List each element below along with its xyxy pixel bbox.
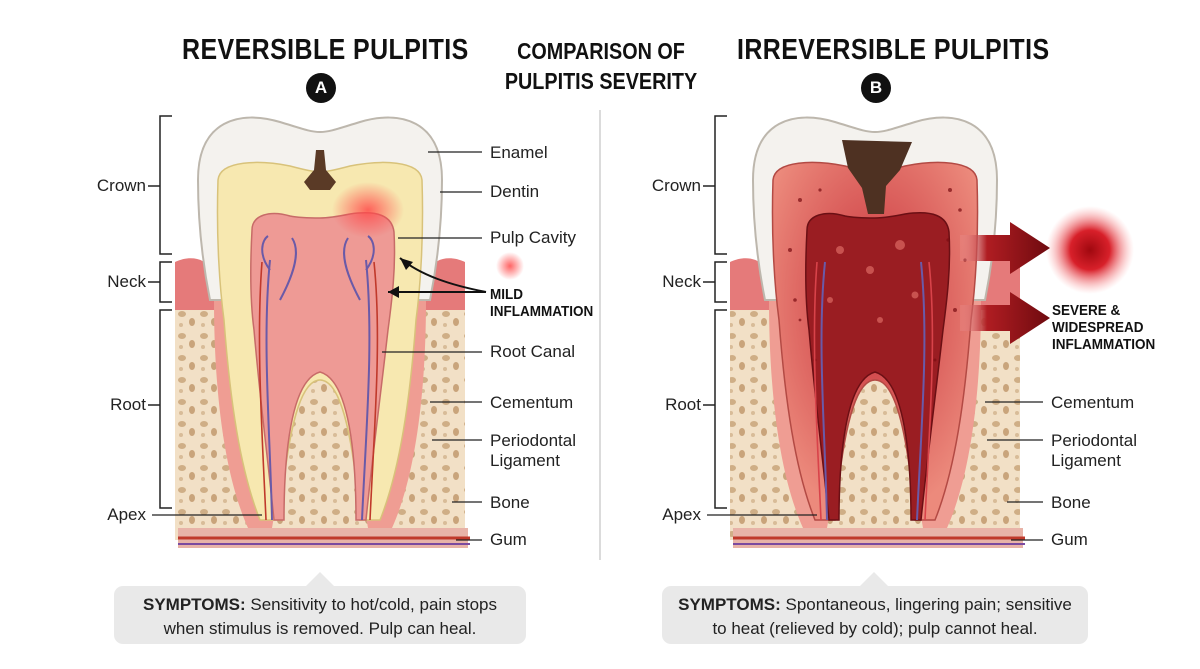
label-cementum-a: Cementum	[490, 393, 574, 412]
label-crown-b: Crown	[651, 176, 701, 195]
label-periodontal-b-line2: Ligament	[1051, 451, 1121, 470]
symptoms-box-a: SYMPTOMS: Sensitivity to hot/cold, pain …	[114, 586, 526, 644]
symptoms-text-a-2: when stimulus is removed. Pulp can heal.	[163, 619, 477, 638]
label-severe-line2: WIDESPREAD	[1052, 319, 1144, 336]
pulp-a	[249, 212, 396, 521]
symptoms-text-a-1: Sensitivity to hot/cold, pain stops	[245, 595, 497, 614]
label-cementum-b: Cementum	[1051, 393, 1135, 412]
symptoms-text-b-2: to heat (relieved by cold); pulp cannot …	[712, 619, 1038, 638]
symptoms-box-b: SYMPTOMS: Spontaneous, lingering pain; s…	[662, 586, 1088, 644]
title-comparison-line1: COMPARISON OF	[517, 38, 685, 64]
label-gum-b: Gum	[1051, 530, 1088, 549]
label-root-canal: Root Canal	[490, 342, 576, 361]
severe-arrow-lower	[960, 292, 1050, 344]
title-irreversible: IRREVERSIBLE PULPITIS	[737, 34, 1050, 66]
inflammation-source	[1046, 206, 1134, 294]
tooth-a	[148, 115, 524, 548]
label-bone-a: Bone	[490, 493, 530, 512]
symptoms-label-b: SYMPTOMS:	[678, 595, 781, 614]
label-enamel: Enamel	[490, 143, 548, 162]
title-comparison: COMPARISON OF PULPITIS SEVERITY	[488, 36, 713, 96]
label-mild-inflammation: MILD INFLAMMATION	[490, 286, 593, 320]
label-periodontal-b-line1: Periodontal	[1051, 431, 1138, 450]
label-mild-line1: MILD	[490, 286, 524, 303]
label-periodontal-b: Periodontal Ligament	[1051, 431, 1137, 471]
label-neck-a: Neck	[107, 272, 146, 291]
tooth-b	[703, 115, 1134, 548]
label-crown-a: Crown	[96, 176, 146, 195]
badge-b: B	[861, 73, 891, 103]
label-periodontal-a-line1: Periodontal	[490, 431, 577, 450]
label-severe-line3: INFLAMMATION	[1052, 336, 1156, 353]
label-dentin: Dentin	[490, 182, 540, 201]
label-neck-b: Neck	[662, 272, 701, 291]
label-mild-line2: INFLAMMATION	[490, 303, 594, 320]
title-reversible: REVERSIBLE PULPITIS	[182, 34, 469, 66]
label-root-b: Root	[665, 395, 701, 414]
decay-b	[842, 140, 912, 214]
label-apex-a: Apex	[107, 505, 146, 524]
title-comparison-line2: PULPITIS SEVERITY	[504, 68, 698, 94]
label-pulp-cavity: Pulp Cavity	[490, 228, 576, 247]
pulp-b	[804, 212, 951, 521]
badge-a: A	[306, 73, 336, 103]
label-bone-b: Bone	[1051, 493, 1091, 512]
symptoms-text-b-1: Spontaneous, lingering pain; sensitive	[780, 595, 1072, 614]
severe-arrow-upper	[960, 222, 1050, 274]
label-periodontal-a-line2: Ligament	[490, 451, 560, 470]
label-severe-inflammation: SEVERE & WIDESPREAD INFLAMMATION	[1052, 302, 1155, 353]
label-root-a: Root	[110, 395, 146, 414]
decay-a	[304, 150, 336, 190]
label-apex-b: Apex	[662, 505, 701, 524]
label-gum-a: Gum	[490, 530, 527, 549]
symptoms-label-a: SYMPTOMS:	[143, 595, 246, 614]
label-periodontal-a: Periodontal Ligament	[490, 431, 576, 471]
label-severe-line1: SEVERE &	[1052, 302, 1121, 319]
